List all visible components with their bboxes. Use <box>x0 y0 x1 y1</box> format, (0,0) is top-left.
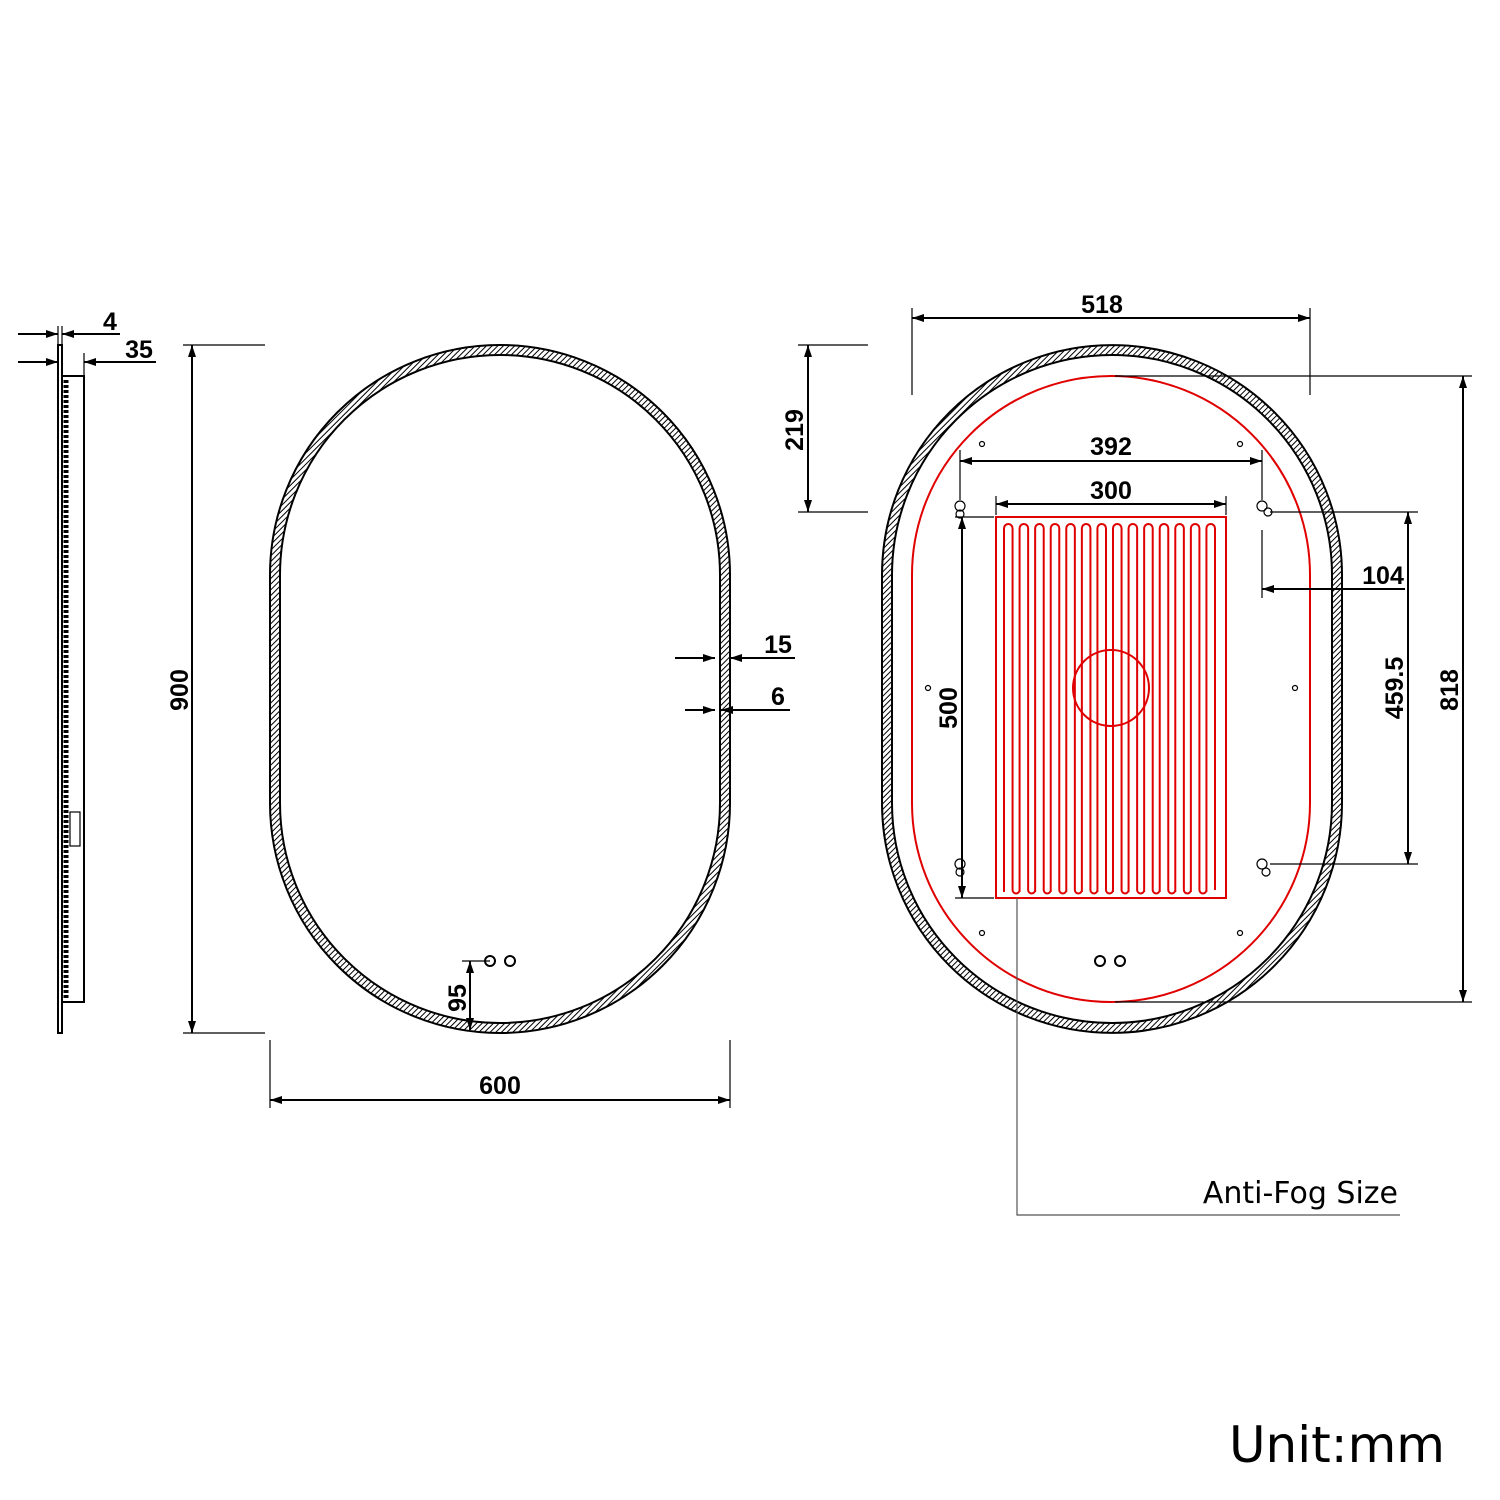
dim-glass-thickness: 4 <box>103 308 117 336</box>
dim-width: 600 <box>479 1072 521 1100</box>
dim-switch-offset: 95 <box>444 984 472 1012</box>
side-view: 4 35 <box>18 308 156 1034</box>
back-view: 518 219 392 300 104 500 459.5 <box>781 291 1472 1216</box>
heater-loops <box>1003 523 1216 895</box>
led-strip-outline <box>911 375 1311 1003</box>
antifog-center-circle <box>1072 649 1150 727</box>
dim-frame-gap: 6 <box>771 683 785 711</box>
antifog-pad <box>995 516 1227 899</box>
dim-depth: 35 <box>125 336 153 364</box>
dim-hook-spacing-vertical: 459.5 <box>1381 657 1409 720</box>
dim-antifog-width: 300 <box>1090 477 1132 505</box>
unit-label: Unit:mm <box>1229 1416 1445 1474</box>
dim-led-height: 818 <box>1436 669 1464 711</box>
dim-mount-width: 518 <box>1081 291 1123 319</box>
dim-hook-spacing-horizontal: 392 <box>1090 433 1132 461</box>
dim-top-offset: 219 <box>781 409 809 451</box>
dim-antifog-height: 500 <box>935 687 963 729</box>
hook-icon <box>954 500 1273 877</box>
antifog-label: Anti-Fog Size <box>1203 1176 1398 1211</box>
front-view: 900 600 15 6 95 <box>166 344 795 1108</box>
heater-wire <box>1003 523 1216 895</box>
dim-frame-width: 15 <box>764 631 792 659</box>
touch-switch-icon <box>504 955 516 967</box>
dim-side-offset: 104 <box>1362 562 1404 590</box>
dim-height: 900 <box>166 669 194 711</box>
